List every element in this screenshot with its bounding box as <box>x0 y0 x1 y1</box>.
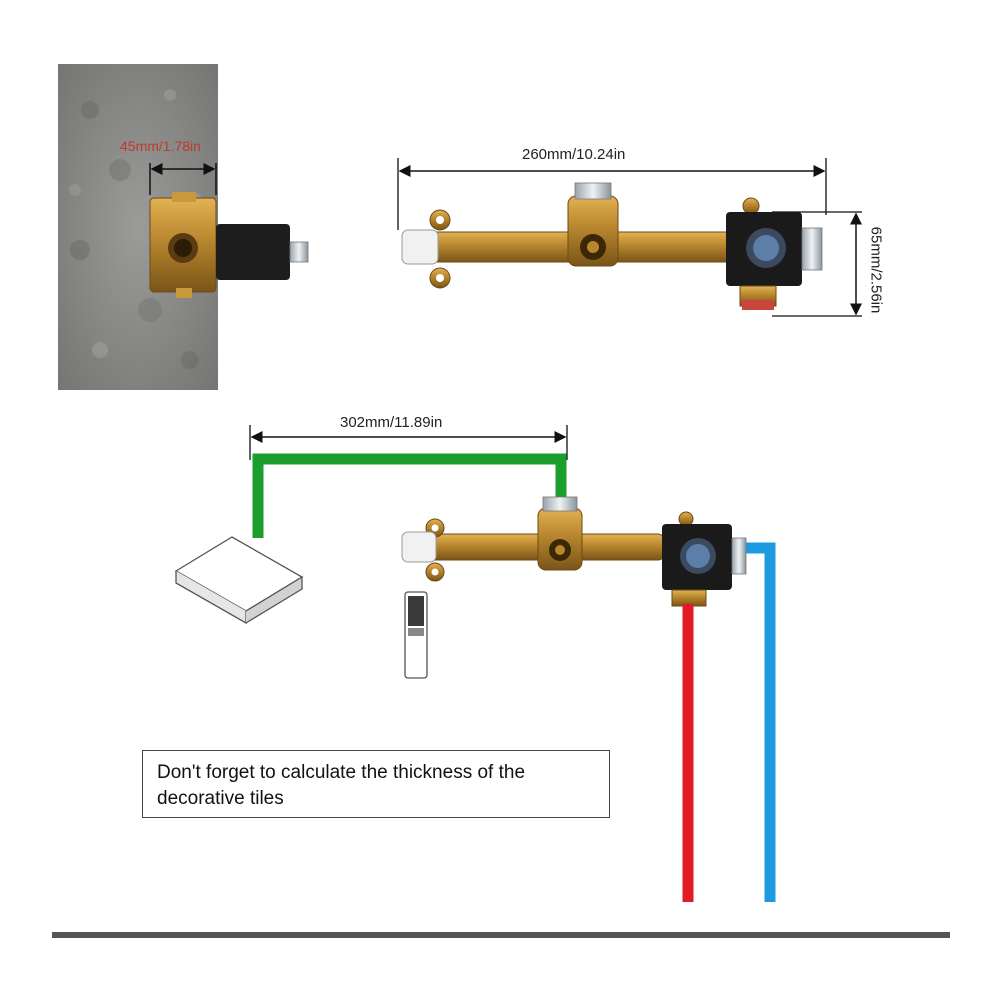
body-length-label: 260mm/10.24in <box>522 146 626 163</box>
cold-water-pipe <box>746 542 776 902</box>
wall-depth-label: 45mm/1.78in <box>120 138 201 154</box>
thermostatic-cartridge-side <box>216 224 290 280</box>
tile-thickness-note: Don't forget to calculate the thickness … <box>142 750 610 818</box>
bottom-divider <box>52 932 950 938</box>
pipe-span-label: 302mm/11.89in <box>340 414 443 431</box>
plug-cap <box>401 229 439 265</box>
wall-section-panel <box>58 64 309 390</box>
installation-layout <box>174 425 776 902</box>
shower-head-icon <box>174 536 304 625</box>
valve-front-view <box>397 158 862 317</box>
concrete-texture <box>69 89 202 369</box>
shower-supply-pipe <box>252 453 567 538</box>
body-height-label: 65mm/2.56in <box>867 226 885 314</box>
hand-shower-icon <box>404 591 428 679</box>
